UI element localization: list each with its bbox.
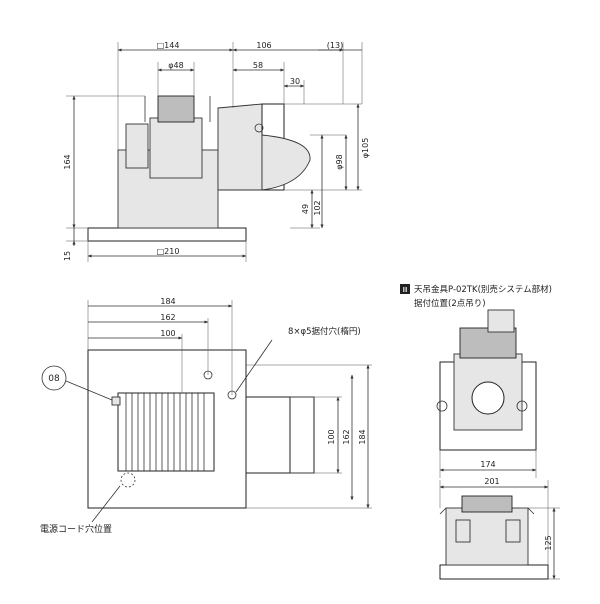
item-leader xyxy=(65,380,113,401)
plan-view: 184 162 100 100 162 184 8×φ5据付穴(楕円) 08 電… xyxy=(40,297,372,535)
grille-tab xyxy=(111,396,121,406)
dim-48: φ48 xyxy=(168,61,183,70)
dim-102: 102 xyxy=(313,200,322,215)
bracket-duct xyxy=(471,381,505,415)
grille-ribs xyxy=(117,392,215,472)
hole-note: 8×φ5据付穴(楕円) xyxy=(288,326,361,337)
dim-58: 58 xyxy=(253,61,263,70)
section-marker-box xyxy=(400,284,410,294)
bracket-box-right xyxy=(505,519,521,543)
duct-adaptor xyxy=(217,103,263,191)
dim-164: 164 xyxy=(63,154,72,169)
motor-cap xyxy=(157,95,195,123)
bracket-hole-right xyxy=(516,400,528,412)
bracket-motor xyxy=(459,327,517,359)
bracket-top xyxy=(461,495,513,513)
section-marker: Ⅲ xyxy=(403,286,408,294)
bracket-box-left xyxy=(455,519,471,543)
bracket-terminal xyxy=(487,309,515,333)
dim-v184: 184 xyxy=(358,429,367,444)
terminal-box xyxy=(125,123,149,169)
dim-174: 174 xyxy=(480,460,495,469)
bracket-base xyxy=(439,564,549,580)
cord-label: 電源コード穴位置 xyxy=(40,523,112,535)
base-flange xyxy=(87,227,247,242)
dim-v162: 162 xyxy=(342,429,351,444)
dim-184: 184 xyxy=(160,297,175,306)
dim-201: 201 xyxy=(484,477,499,486)
item-circle-label: 08 xyxy=(48,374,60,384)
dim-106: 106 xyxy=(256,41,271,50)
dim-144: □144 xyxy=(157,41,180,50)
duct-outlet xyxy=(245,396,291,474)
cord-hole xyxy=(120,472,136,488)
dim-98: φ98 xyxy=(335,154,344,169)
dim-13: (13) xyxy=(327,41,343,50)
screw xyxy=(254,123,264,133)
cord-leader xyxy=(91,485,121,523)
dim-100: 100 xyxy=(160,329,175,338)
ceiling-panel xyxy=(87,349,247,509)
duct-end xyxy=(289,396,315,474)
bracket-hole-left xyxy=(436,400,448,412)
dim-15: 15 xyxy=(63,251,72,261)
dim-210: □210 xyxy=(157,247,180,256)
motor-housing xyxy=(149,117,203,179)
bracket-view: Ⅲ 天吊金具P-02TK(別売システム部材) 据付位置(2点吊り) 174 20… xyxy=(400,284,560,580)
hole-note-leader xyxy=(235,339,273,393)
dim-v100: 100 xyxy=(327,429,336,444)
duct-collar xyxy=(261,134,311,191)
side-elevation-view: □144 106 (13) φ48 58 30 164 15 φ98 φ105 … xyxy=(63,41,370,262)
dim-162: 162 xyxy=(160,313,175,322)
bracket-title: 天吊金具P-02TK(別売システム部材) xyxy=(414,284,552,295)
item-circle xyxy=(41,365,67,391)
dim-49: 49 xyxy=(301,204,310,214)
dim-105: φ105 xyxy=(361,138,370,159)
dim-125: 125 xyxy=(544,535,553,550)
dim-30: 30 xyxy=(290,77,300,86)
bracket-subtitle: 据付位置(2点吊り) xyxy=(414,298,486,309)
